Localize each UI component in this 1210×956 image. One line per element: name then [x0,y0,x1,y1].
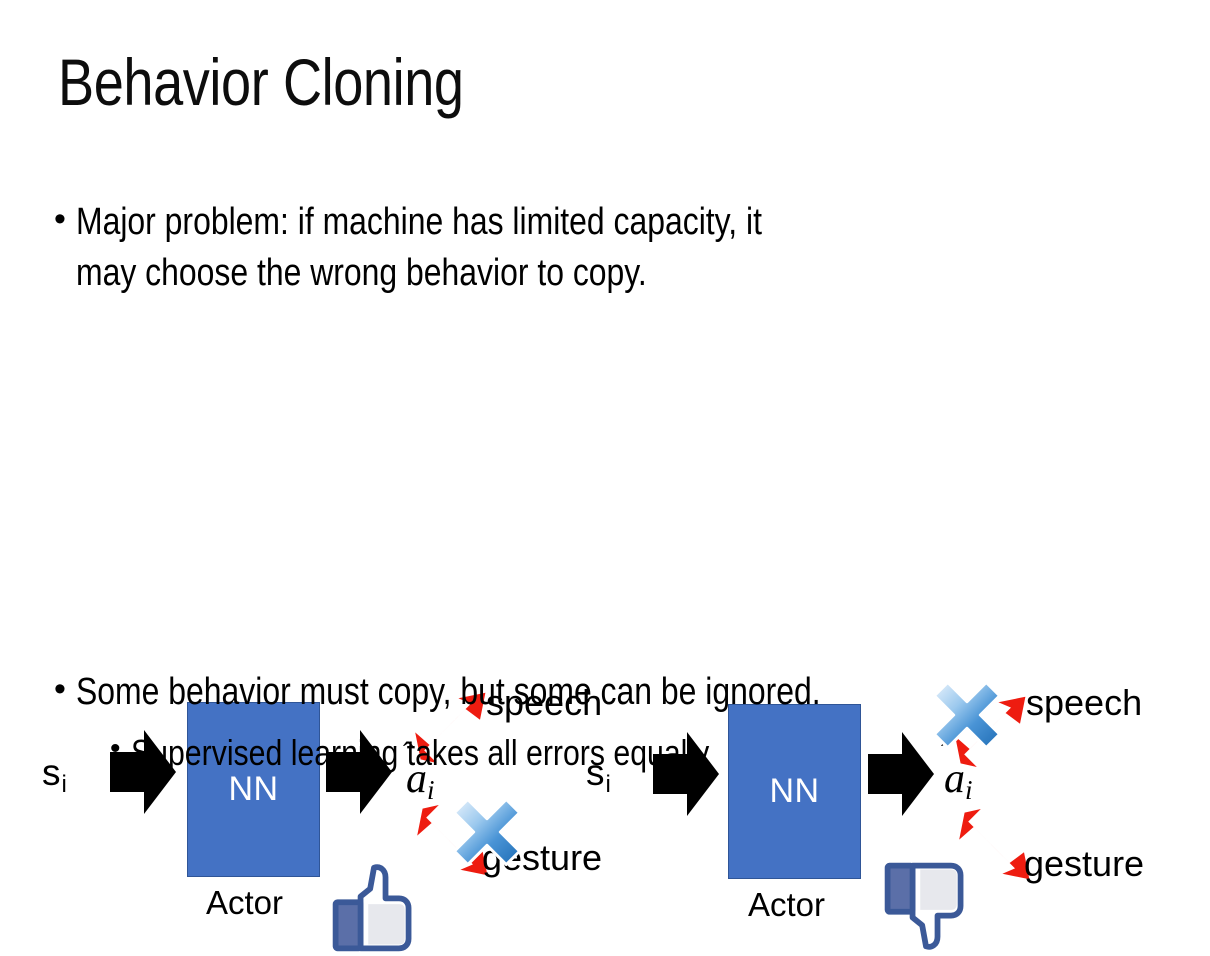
diagram-correct-copy: si NN Actor ̂ ai speech [10,330,610,952]
speech-arrow-right-icon [948,686,1038,776]
bullet-major-problem: • Major problem: if machine has limited … [54,198,893,299]
bullet-bottom-text: Some behavior must copy, but some can be… [75,671,821,713]
speech-arrow-left-icon [408,682,498,772]
state-symbol: s [42,752,61,793]
bullet-some-behavior: • Some behavior must copy, but some can … [54,668,962,717]
bullet-marker-icon: • [54,200,66,238]
nn-label: NN [769,772,820,810]
diagram-wrong-copy: si NN Actor ̂ ai speech [558,330,1158,950]
state-subscript: i [605,770,611,798]
state-subscript: i [61,770,67,798]
nn-box-right: NN [728,704,861,879]
thumbs-down-icon [878,858,974,954]
page-title: Behavior Cloning [58,45,464,119]
thumbs-up-icon [326,860,422,956]
action-symbol: a [944,756,965,802]
action-subscript: i [965,775,973,806]
action-label-left: ̂ ai [406,758,435,804]
speech-label-right: speech [1026,682,1143,723]
speech-label-left: speech [486,682,603,723]
input-block-arrow-icon [653,730,719,818]
action-label-right: ̂ ai [944,758,973,804]
bullet-marker-icon: • [54,670,66,708]
action-subscript: i [427,775,435,806]
input-block-arrow-icon [110,728,176,816]
bullet-supervised-learning: • Supervised learning takes all errors e… [110,730,819,777]
bullet-line-1: Major problem: if machine has limited ca… [75,201,762,243]
bullet-sub-text: Supervised learning takes all errors equ… [130,732,709,773]
gesture-arrow-right-icon [952,800,1042,890]
gesture-label-right: gesture [1024,843,1145,884]
state-label-left: si [42,754,67,797]
state-symbol: s [586,752,605,793]
actor-label-left: Actor [206,884,284,921]
bullet-marker-icon: • [110,732,121,765]
nn-label: NN [228,770,279,808]
bullet-line-2: may choose the wrong behavior to copy. [75,252,647,295]
cross-out-speech-icon [930,678,1004,752]
actor-label-right: Actor [748,886,826,923]
nn-box-left: NN [187,702,320,877]
cross-out-gesture-icon [450,795,524,869]
state-label-right: si [586,754,611,797]
output-block-arrow-icon [326,728,392,816]
action-symbol: a [406,756,427,802]
output-block-arrow-icon [868,730,934,818]
